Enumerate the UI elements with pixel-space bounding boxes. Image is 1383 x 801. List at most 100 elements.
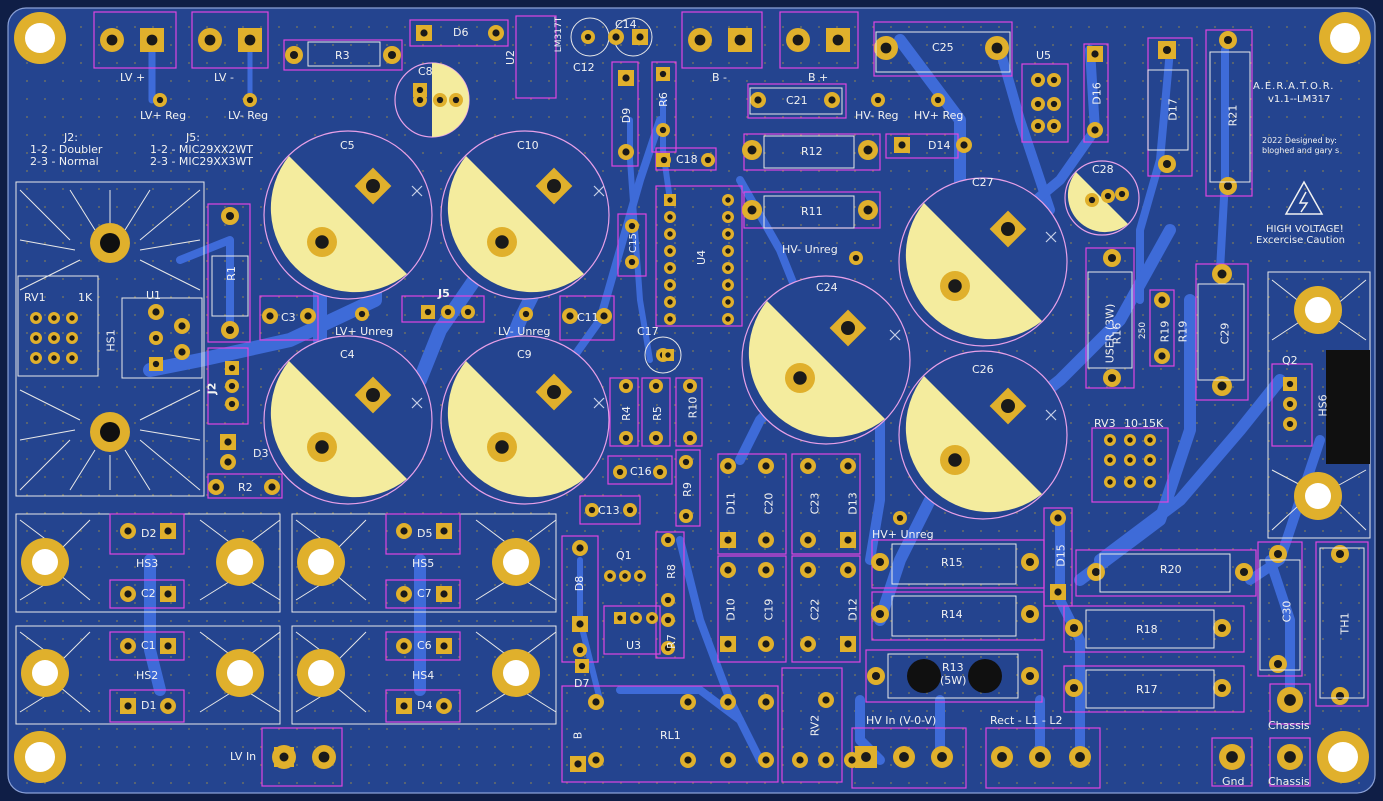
- hs6-tab: [1326, 350, 1370, 464]
- pad-hole: [566, 312, 574, 320]
- pad-hole: [1147, 479, 1153, 485]
- pad-hole: [659, 70, 667, 78]
- pad-hole: [576, 620, 584, 628]
- pad-hole: [667, 282, 673, 288]
- pad-hole: [991, 42, 1003, 54]
- pad-hole: [400, 590, 408, 598]
- pad-hole: [547, 179, 561, 193]
- ref-C4: C4: [340, 348, 355, 361]
- label-lv-plus-unreg: LV+ Unreg: [335, 325, 394, 338]
- ref-J5: J5: [438, 287, 450, 300]
- ref-R19: R19: [1158, 320, 1172, 343]
- pad-hole: [724, 462, 732, 470]
- pad-hole: [178, 322, 186, 330]
- pad-hole: [622, 148, 630, 156]
- label-chassis-2: Chassis: [1268, 775, 1310, 788]
- pad-hole: [844, 566, 852, 574]
- ref-D4: D4: [417, 699, 433, 712]
- pad-hole: [440, 590, 448, 598]
- pad-hole: [152, 308, 160, 316]
- pad-hole: [762, 462, 770, 470]
- ref-C19: C19: [762, 598, 776, 621]
- ref-RV2: RV2: [808, 714, 822, 737]
- label-lv-plus: LV +: [120, 71, 146, 84]
- label-lv-minus: LV -: [214, 71, 234, 84]
- pad-hole: [178, 348, 186, 356]
- ref-D12: D12: [846, 598, 860, 621]
- pad-hole: [1054, 514, 1062, 522]
- pad-hole: [124, 527, 132, 535]
- pad-hole: [588, 506, 596, 514]
- pad-hole: [146, 34, 158, 46]
- pad-hole: [225, 211, 235, 221]
- pad-hole: [228, 382, 236, 390]
- pad-hole: [106, 34, 118, 46]
- pad-hole: [164, 527, 172, 535]
- pad-hole: [637, 573, 643, 579]
- ref-C15: C15: [627, 233, 639, 253]
- pad-hole: [754, 96, 762, 104]
- pad-hole: [622, 382, 630, 390]
- ref-D13: D13: [846, 492, 860, 515]
- pad-hole: [875, 609, 885, 619]
- pad-hole: [1088, 196, 1096, 204]
- ref-Q1: Q1: [616, 549, 632, 562]
- board-version: v1.1--LM317: [1268, 94, 1331, 105]
- pad-hole: [436, 96, 444, 104]
- pad-hole: [289, 50, 299, 60]
- pad-hole: [841, 321, 855, 335]
- ref-D16: D16: [1090, 82, 1104, 105]
- pad-hole: [152, 360, 160, 368]
- pad-hole: [725, 282, 731, 288]
- pad-hole: [592, 756, 600, 764]
- pad-hole: [51, 355, 57, 361]
- pad-hole: [861, 752, 871, 762]
- pad-hole: [69, 355, 75, 361]
- pad-hole: [667, 299, 673, 305]
- j2-note-line2: 2-3 - Normal: [30, 155, 99, 168]
- ref-R18: R18: [1136, 623, 1158, 636]
- ref-R1: R1: [224, 266, 238, 281]
- pad-hole: [607, 573, 613, 579]
- pad-hole: [1162, 159, 1172, 169]
- ref-R13-sub: (5W): [940, 674, 967, 687]
- ref-R20: R20: [1160, 563, 1182, 576]
- pad-hole: [793, 371, 807, 385]
- label-hv-minus-reg: HV- Reg: [855, 109, 899, 122]
- pad-hole: [1025, 557, 1035, 567]
- pad-hole: [1286, 380, 1294, 388]
- ref-R19-value: 250: [1138, 321, 1149, 340]
- pad-hole: [682, 512, 690, 520]
- pad-hole: [358, 310, 366, 318]
- label-lv-plus-reg: LV+ Reg: [140, 109, 187, 122]
- pad-hole: [164, 590, 172, 598]
- pad-hole: [863, 145, 873, 155]
- pad-hole: [667, 214, 673, 220]
- board-credit: 2022 Designed by:: [1262, 136, 1337, 145]
- pad-hole: [626, 506, 634, 514]
- pad-hole: [1118, 190, 1126, 198]
- ref-R19-fab: R19: [1176, 320, 1190, 343]
- pad-hole: [225, 325, 235, 335]
- pad-hole: [547, 385, 561, 399]
- pad-hole: [633, 615, 639, 621]
- label-gnd: Gnd: [1222, 775, 1245, 788]
- ref-RL1: RL1: [660, 729, 681, 742]
- ref-HS3: HS3: [136, 557, 159, 570]
- pad-hole: [152, 334, 160, 342]
- pad-hole: [934, 96, 942, 104]
- pad-hole: [416, 96, 424, 104]
- ref-R6: R6: [656, 92, 670, 107]
- pad-hole: [896, 514, 904, 522]
- j5-note-line2: 2-3 - MIC29XX3WT: [150, 155, 254, 168]
- pad-hole: [1147, 457, 1153, 463]
- pad-hole: [686, 382, 694, 390]
- pad-hole: [622, 74, 630, 82]
- ref-C2: C2: [141, 587, 156, 600]
- pad-hole: [694, 34, 706, 46]
- ref-C9: C9: [517, 348, 532, 361]
- pad-hole: [960, 141, 968, 149]
- pad-hole: [617, 615, 623, 621]
- pad-hole: [1035, 752, 1045, 762]
- pad-hole: [1273, 659, 1283, 669]
